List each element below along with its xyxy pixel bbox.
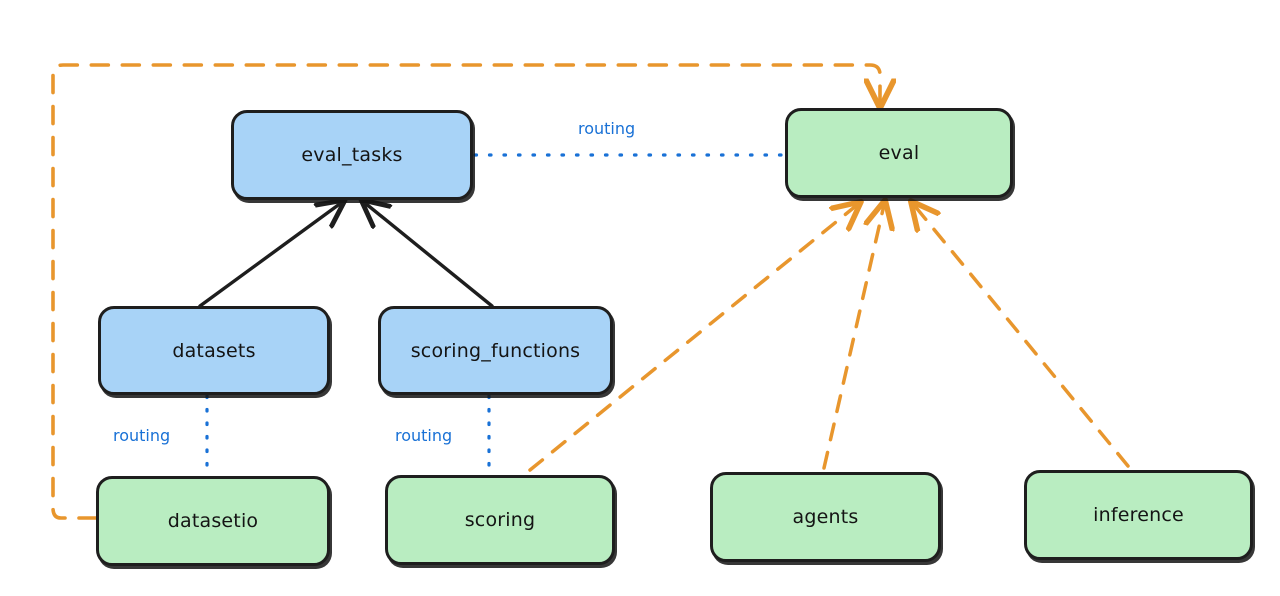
edge-label-routing-eval-tasks-eval: routing [578, 119, 636, 138]
node-scoring-label: scoring [464, 509, 536, 531]
node-datasetio-label: datasetio [167, 510, 259, 532]
node-eval[interactable]: eval [785, 108, 1013, 198]
node-datasets[interactable]: datasets [98, 306, 330, 395]
node-datasets-label: datasets [172, 339, 256, 362]
node-inference[interactable]: inference [1024, 470, 1253, 560]
node-agents-label: agents [792, 506, 859, 528]
edge-label-routing-datasets-datasetio: routing [113, 426, 171, 445]
node-eval-label: eval [878, 142, 920, 164]
edge-datasets-to-eval-tasks [198, 203, 341, 308]
node-agents[interactable]: agents [710, 472, 941, 562]
node-eval-tasks-label: eval_tasks [301, 144, 403, 166]
edge-agents-to-eval [822, 205, 884, 470]
node-scoring[interactable]: scoring [385, 475, 615, 565]
edge-label-routing-scoring-functions-scoring: routing [395, 426, 453, 445]
node-inference-label: inference [1093, 504, 1184, 526]
node-datasetio[interactable]: datasetio [96, 476, 330, 566]
node-eval-tasks[interactable]: eval_tasks [231, 110, 473, 200]
edge-scoring-functions-to-eval-tasks [365, 203, 494, 308]
node-scoring-functions[interactable]: scoring_functions [378, 306, 613, 395]
edge-inference-to-eval [914, 205, 1130, 468]
node-scoring-functions-label: scoring_functions [410, 339, 581, 362]
